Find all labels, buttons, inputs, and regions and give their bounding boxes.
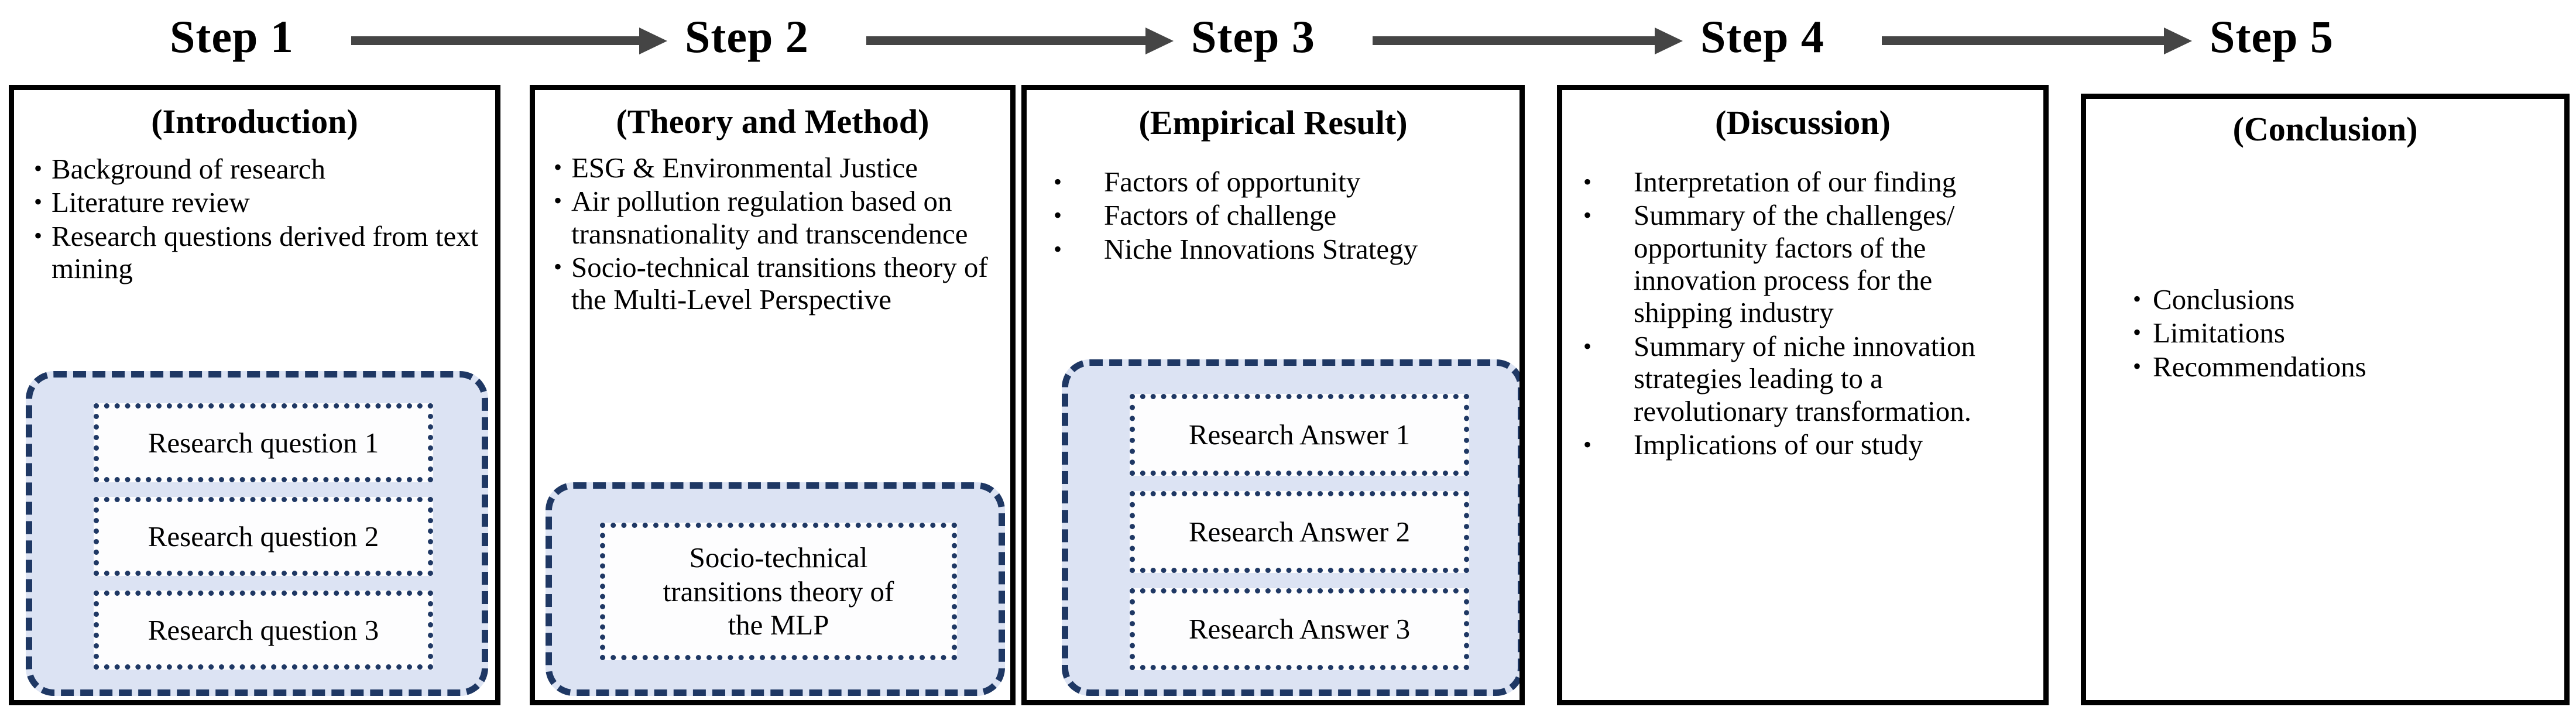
panel-title-conclusion: (Conclusion) xyxy=(2232,110,2418,148)
research-question-item[interactable]: Research question 3 xyxy=(94,591,433,670)
list-item: •Recommendations xyxy=(2133,350,2366,383)
list-item: •Niche Innovations Strategy xyxy=(1054,232,1418,265)
step-panel-conclusion[interactable]: (Conclusion) •Conclusions •Limitations •… xyxy=(2081,94,2570,705)
panel-title-empirical-result: (Empirical Result) xyxy=(1138,104,1408,142)
research-answer-item[interactable]: Research Answer 1 xyxy=(1130,394,1469,476)
step-panel-theory-and-method[interactable]: (Theory and Method) •ESG & Environmental… xyxy=(530,85,1016,705)
list-item: •Literature review xyxy=(34,186,250,219)
step-arrow-3-to-4 xyxy=(1373,28,1683,54)
arrow-shaft-icon xyxy=(1882,36,2165,45)
list-item: •Limitations xyxy=(2133,317,2285,349)
mlp-theory-item[interactable]: Socio-technical transitions theory of th… xyxy=(600,523,957,660)
step-label-1: Step 1 xyxy=(170,11,294,62)
research-answers-group[interactable]: Research Answer 1 Research Answer 2 Rese… xyxy=(1062,359,1519,696)
list-item: •Implications of our study xyxy=(1583,428,1923,461)
arrow-head-icon xyxy=(639,28,667,54)
list-item: •Research questions derived from text mi… xyxy=(34,219,479,285)
bullet-dot-icon: • xyxy=(554,253,562,280)
research-answer-item[interactable]: Research Answer 2 xyxy=(1130,491,1469,573)
research-questions-group[interactable]: Research question 1 Research question 2 … xyxy=(26,371,488,696)
bullet-dot-icon: • xyxy=(1583,332,1592,359)
bullet-list-introduction: •Background of research •Literature revi… xyxy=(34,153,480,284)
step-label-2: Step 2 xyxy=(685,11,809,62)
arrow-head-icon xyxy=(2164,28,2192,54)
bullet-dot-icon: • xyxy=(1054,169,1062,195)
bullet-dot-icon: • xyxy=(554,154,562,180)
step-panel-discussion[interactable]: (Discussion) •Interpretation of our find… xyxy=(1557,85,2049,705)
step-label-3: Step 3 xyxy=(1191,11,1315,62)
list-item: •Factors of opportunity xyxy=(1054,166,1361,198)
list-item: •Air pollution regulation based on trans… xyxy=(554,185,968,250)
research-answer-item[interactable]: Research Answer 3 xyxy=(1130,588,1469,670)
bullet-dot-icon: • xyxy=(1583,169,1592,195)
list-item: •Conclusions xyxy=(2133,283,2295,315)
bullet-list-conclusion: •Conclusions •Limitations •Recommendatio… xyxy=(2133,283,2549,383)
step-arrow-2-to-3 xyxy=(866,28,1174,54)
list-item: •Factors of challenge xyxy=(1054,199,1337,232)
step-label-5: Step 5 xyxy=(2210,11,2334,62)
list-item: •Summary of niche innovation strategies … xyxy=(1583,330,1975,427)
arrow-shaft-icon xyxy=(351,36,640,45)
bullet-dot-icon: • xyxy=(34,188,43,215)
list-item: •Summary of the challenges/ opportunity … xyxy=(1583,199,1955,329)
arrow-shaft-icon xyxy=(866,36,1147,45)
list-item: •ESG & Environmental Justice xyxy=(554,152,918,184)
bullet-list-theory-and-method: •ESG & Environmental Justice •Air pollut… xyxy=(554,152,997,316)
step-panel-empirical-result[interactable]: (Empirical Result) •Factors of opportuni… xyxy=(1021,85,1525,705)
list-item: •Interpretation of our finding xyxy=(1583,166,1957,198)
step-arrow-1-to-2 xyxy=(351,28,667,54)
bullet-dot-icon: • xyxy=(34,155,43,181)
bullet-dot-icon: • xyxy=(1054,235,1062,262)
step-panel-introduction[interactable]: (Introduction) •Background of research •… xyxy=(9,85,500,705)
bullet-dot-icon: • xyxy=(1583,431,1592,458)
bullet-dot-icon: • xyxy=(2133,319,2142,346)
arrow-head-icon xyxy=(1145,28,1174,54)
research-question-item[interactable]: Research question 2 xyxy=(94,497,433,576)
bullet-dot-icon: • xyxy=(34,222,43,249)
research-question-item[interactable]: Research question 1 xyxy=(94,403,433,482)
arrow-shaft-icon xyxy=(1373,36,1656,45)
bullet-dot-icon: • xyxy=(554,187,562,214)
bullet-dot-icon: • xyxy=(2133,286,2142,312)
panel-title-theory-and-method: (Theory and Method) xyxy=(616,102,929,140)
arrow-head-icon xyxy=(1655,28,1683,54)
bullet-list-empirical-result: •Factors of opportunity •Factors of chal… xyxy=(1054,166,1507,265)
bullet-list-discussion: •Interpretation of our finding •Summary … xyxy=(1583,166,2028,461)
bullet-dot-icon: • xyxy=(1583,202,1592,229)
step-progress-header: Step 1 Step 2 Step 3 Step 4 Step 5 xyxy=(0,0,2576,76)
step-label-4: Step 4 xyxy=(1700,11,1824,62)
bullet-dot-icon: • xyxy=(2133,352,2142,379)
list-item: •Socio-technical transitions theory of t… xyxy=(554,251,988,316)
step-arrow-4-to-5 xyxy=(1882,28,2192,54)
mlp-theory-group[interactable]: Socio-technical transitions theory of th… xyxy=(546,482,1005,696)
panel-title-introduction: (Introduction) xyxy=(151,102,358,140)
list-item: •Background of research xyxy=(34,153,326,185)
panel-title-discussion: (Discussion) xyxy=(1715,104,1891,142)
bullet-dot-icon: • xyxy=(1054,202,1062,229)
